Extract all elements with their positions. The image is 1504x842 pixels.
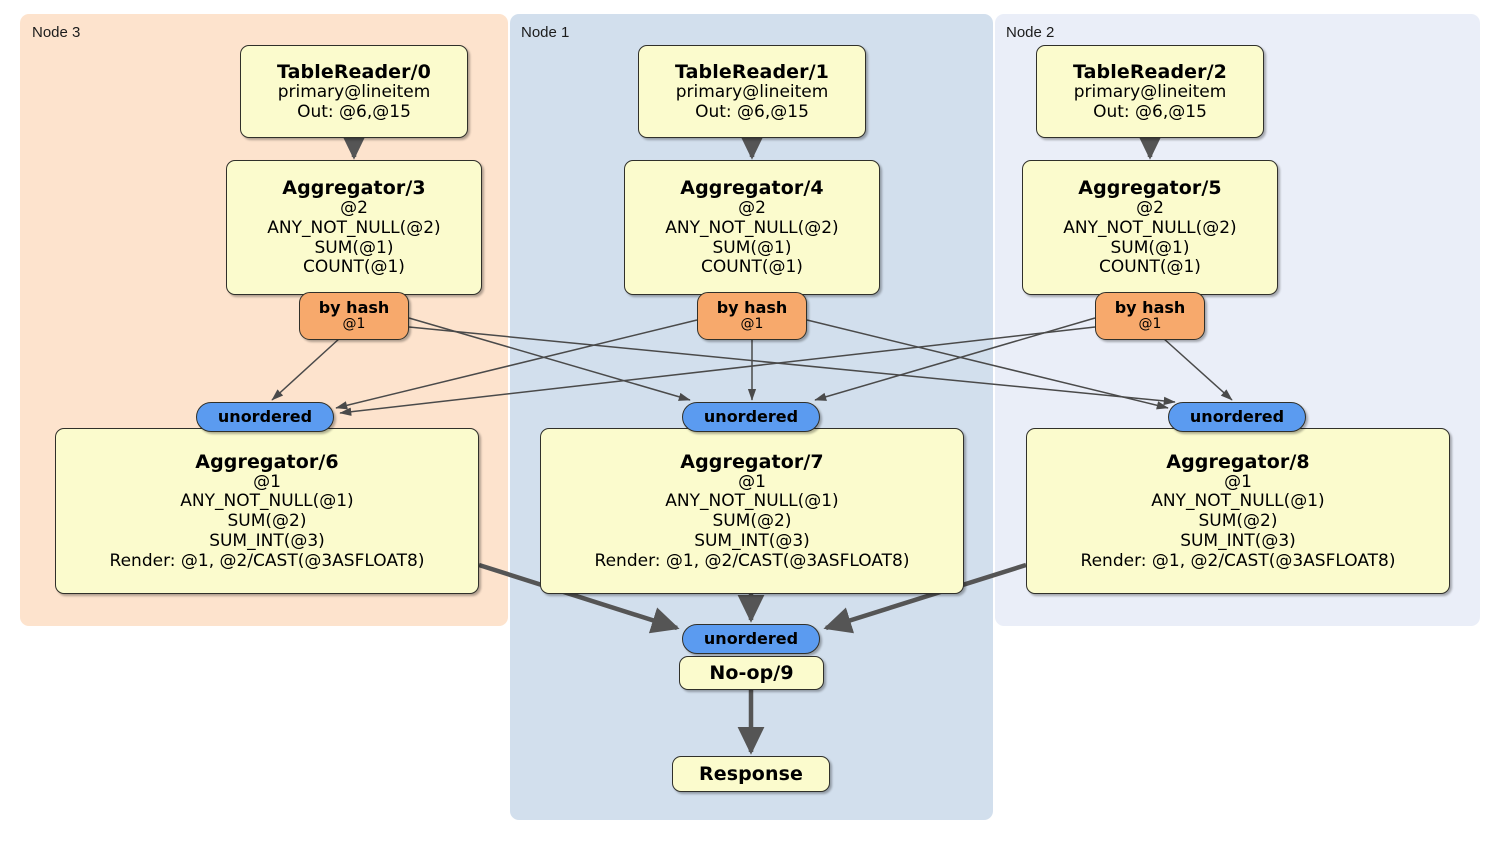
synchronizer-unordered-node3[interactable]: unordered	[196, 402, 334, 432]
node-render-line: Render: @1, @2/CAST(@3ASFLOAT8)	[594, 550, 910, 571]
node-line: ANY_NOT_NULL(@1)	[180, 491, 354, 512]
node-line: ANY_NOT_NULL(@1)	[665, 491, 839, 512]
node-line: @1	[738, 471, 766, 492]
node-aggregator-3[interactable]: Aggregator/3 @2 ANY_NOT_NULL(@2) SUM(@1)…	[226, 160, 482, 295]
node-tablereader-1[interactable]: TableReader/1 primary@lineitem Out: @6,@…	[638, 45, 866, 138]
router-by-hash-node3[interactable]: by hash @1	[299, 292, 409, 340]
node-line: ANY_NOT_NULL(@2)	[267, 217, 441, 238]
node-no-op-9[interactable]: No-op/9	[679, 656, 824, 690]
node-tablereader-0[interactable]: TableReader/0 primary@lineitem Out: @6,@…	[240, 45, 468, 138]
node-aggregator-6[interactable]: Aggregator/6 @1 ANY_NOT_NULL(@1) SUM(@2)…	[55, 428, 479, 594]
node-aggregator-8[interactable]: Aggregator/8 @1 ANY_NOT_NULL(@1) SUM(@2)…	[1026, 428, 1450, 594]
router-title: by hash	[1114, 298, 1186, 318]
node-title: TableReader/0	[277, 60, 431, 83]
node-response[interactable]: Response	[672, 756, 830, 792]
synchronizer-unordered-node1[interactable]: unordered	[682, 402, 820, 432]
node-render-line: Render: @1, @2/CAST(@3ASFLOAT8)	[1080, 550, 1396, 571]
node-aggregator-7[interactable]: Aggregator/7 @1 ANY_NOT_NULL(@1) SUM(@2)…	[540, 428, 964, 594]
node-panel-label-node1: Node 1	[521, 24, 570, 41]
router-column: @1	[740, 316, 764, 333]
node-line: SUM(@2)	[1198, 511, 1278, 532]
node-title: Aggregator/8	[1166, 450, 1310, 473]
node-line: SUM_INT(@3)	[1180, 530, 1296, 551]
node-title: Aggregator/7	[680, 450, 824, 473]
node-render-line: Render: @1, @2/CAST(@3ASFLOAT8)	[109, 550, 425, 571]
node-line: Out: @6,@15	[695, 101, 809, 122]
node-line: SUM(@1)	[712, 237, 792, 258]
node-line: ANY_NOT_NULL(@2)	[1063, 217, 1237, 238]
edge-hash3-unordered6	[271, 337, 341, 401]
node-line: COUNT(@1)	[303, 257, 405, 278]
edge-hash5-unordered7	[814, 317, 1096, 401]
node-line: COUNT(@1)	[1099, 257, 1201, 278]
router-column: @1	[1138, 316, 1162, 333]
node-line: Out: @6,@15	[1093, 101, 1207, 122]
node-title: Aggregator/3	[282, 177, 426, 200]
node-title: TableReader/1	[675, 60, 829, 83]
edge-hash3-unordered8	[408, 326, 1176, 406]
edge-hash4-unordered6	[335, 319, 698, 410]
node-title: Aggregator/5	[1078, 177, 1222, 200]
synchronizer-unordered-final[interactable]: unordered	[682, 624, 820, 654]
node-line: @2	[340, 198, 368, 219]
node-line: @1	[253, 471, 281, 492]
node-panel-label-node2: Node 2	[1006, 24, 1055, 41]
node-title: Aggregator/6	[195, 450, 339, 473]
node-line: COUNT(@1)	[701, 257, 803, 278]
synchronizer-title: unordered	[703, 407, 799, 426]
node-line: ANY_NOT_NULL(@1)	[1151, 491, 1325, 512]
node-line: SUM(@2)	[227, 511, 307, 532]
edge-hash5-unordered6	[339, 326, 1096, 416]
edge-aggregator6-unordered9	[478, 562, 680, 634]
node-line: @2	[1136, 198, 1164, 219]
node-line: primary@lineitem	[1073, 81, 1227, 102]
node-line: ANY_NOT_NULL(@2)	[665, 217, 839, 238]
router-title: by hash	[318, 298, 390, 318]
synchronizer-title: unordered	[1189, 407, 1285, 426]
synchronizer-title: unordered	[217, 407, 313, 426]
node-aggregator-4[interactable]: Aggregator/4 @2 ANY_NOT_NULL(@2) SUM(@1)…	[624, 160, 880, 295]
node-aggregator-5[interactable]: Aggregator/5 @2 ANY_NOT_NULL(@2) SUM(@1)…	[1022, 160, 1278, 295]
synchronizer-unordered-node2[interactable]: unordered	[1168, 402, 1306, 432]
node-line: primary@lineitem	[675, 81, 829, 102]
router-by-hash-node1[interactable]: by hash @1	[697, 292, 807, 340]
edge-aggregator8-unordered9	[823, 562, 1027, 634]
node-title: Response	[698, 762, 803, 785]
node-title: TableReader/2	[1073, 60, 1227, 83]
edge-hash5-unordered8	[1162, 337, 1233, 401]
router-title: by hash	[716, 298, 788, 318]
node-tablereader-2[interactable]: TableReader/2 primary@lineitem Out: @6,@…	[1036, 45, 1264, 138]
node-line: Out: @6,@15	[297, 101, 411, 122]
node-line: @2	[738, 198, 766, 219]
node-line: primary@lineitem	[277, 81, 431, 102]
edge-hash4-unordered8	[806, 319, 1169, 410]
node-line: SUM(@1)	[314, 237, 394, 258]
node-line: SUM(@2)	[712, 511, 792, 532]
node-title: No-op/9	[709, 661, 794, 684]
node-line: SUM_INT(@3)	[209, 530, 325, 551]
node-line: @1	[1224, 471, 1252, 492]
node-line: SUM_INT(@3)	[694, 530, 810, 551]
router-column: @1	[342, 316, 366, 333]
node-title: Aggregator/4	[680, 177, 824, 200]
edge-hash3-unordered7	[408, 317, 691, 401]
node-panel-label-node3: Node 3	[32, 24, 81, 41]
synchronizer-title: unordered	[703, 629, 799, 648]
node-line: SUM(@1)	[1110, 237, 1190, 258]
router-by-hash-node2[interactable]: by hash @1	[1095, 292, 1205, 340]
